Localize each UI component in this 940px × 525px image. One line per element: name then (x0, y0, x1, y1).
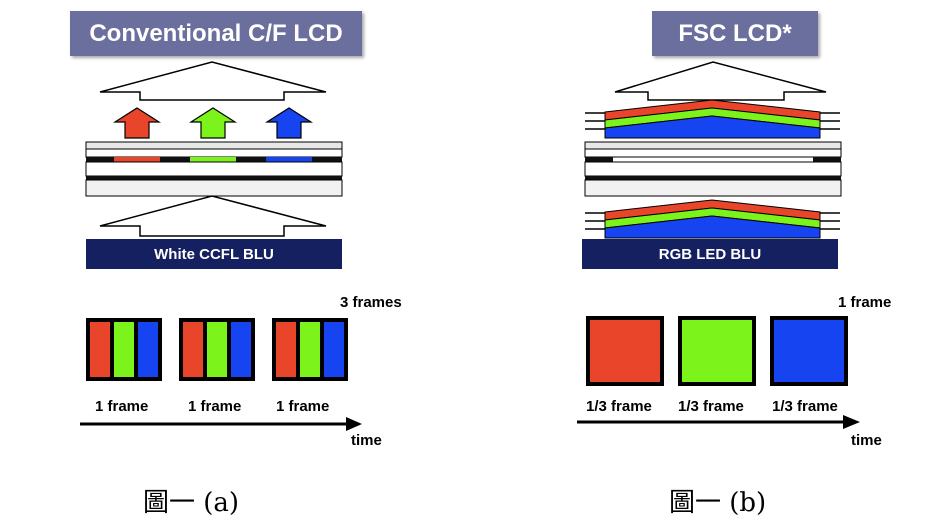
white-light-arrow-bottom (99, 195, 327, 237)
white-light-arrow-top-outline (99, 61, 327, 101)
conventional-title: Conventional C/F LCD (70, 11, 362, 56)
sub-frame-label-3: 1/3 frame (772, 398, 838, 415)
frame-count-label-right: 1 frame (838, 294, 892, 311)
frame-label-1: 1 frame (95, 398, 149, 415)
white-ccfl-blu: White CCFL BLU (86, 239, 342, 269)
rgb-light-stack-bottom (585, 199, 840, 239)
red-light-arrow (112, 107, 162, 139)
fsc-title: FSC LCD* (652, 11, 818, 56)
lcd-panel-layers-right (584, 141, 842, 197)
green-light-arrow (188, 107, 238, 139)
blue-field (770, 316, 848, 386)
rgb-led-blu: RGB LED BLU (582, 239, 838, 269)
time-arrow-right (577, 415, 860, 429)
fsc-light-arrow-top (614, 61, 827, 101)
rgb-frame-2 (179, 318, 255, 381)
rgb-light-stack-top (585, 99, 840, 139)
frame-label-3: 1 frame (276, 398, 330, 415)
time-label-right: time (851, 432, 882, 449)
sub-frame-label-1: 1/3 frame (586, 398, 652, 415)
green-field (678, 316, 756, 386)
time-label-left: time (351, 432, 382, 449)
caption-b: 圖一 (b) (669, 488, 767, 518)
red-field (586, 316, 664, 386)
rgb-frame-3 (272, 318, 348, 381)
lcd-panel-layers-left (85, 141, 343, 197)
time-arrow-left (80, 417, 362, 431)
rgb-frame-1 (86, 318, 162, 381)
frame-count-label-left: 3 frames (340, 294, 402, 311)
caption-a: 圖一 (a) (143, 488, 240, 518)
frame-label-2: 1 frame (188, 398, 242, 415)
blue-light-arrow (264, 107, 314, 139)
sub-frame-label-2: 1/3 frame (678, 398, 744, 415)
